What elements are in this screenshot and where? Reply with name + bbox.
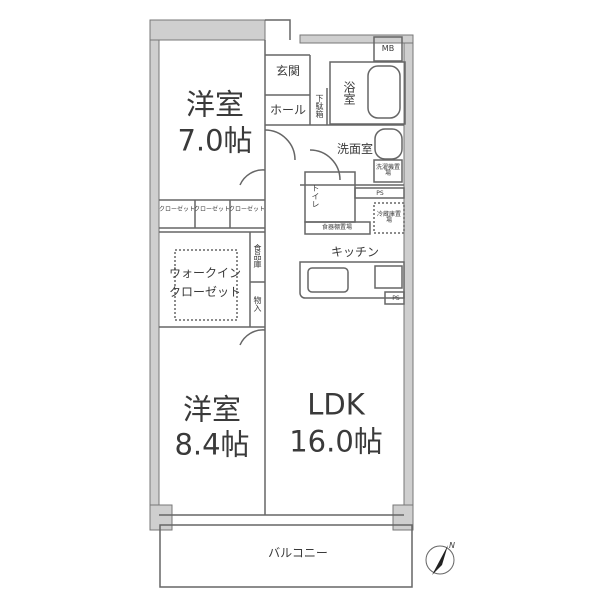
pipe-space-outline	[354, 187, 405, 199]
ps-label-1: PS	[376, 190, 384, 197]
washer-space-outline	[373, 159, 403, 183]
shoe-box: 下駄箱	[315, 94, 324, 118]
wall-top-left	[149, 19, 266, 41]
balcony	[159, 524, 413, 588]
fridge-space: 冷蔵庫置場	[377, 211, 402, 224]
front-door	[265, 19, 291, 40]
wash-basin	[374, 128, 403, 160]
walk-in-closet-shelf	[174, 249, 238, 321]
column-bottom-right	[392, 504, 414, 531]
meter-box-outline	[373, 36, 403, 62]
closet-2: クローゼット	[193, 206, 231, 213]
wall-top-right	[299, 34, 414, 44]
room-bath: 浴室	[342, 81, 356, 105]
room-kitchen: キッチン	[330, 245, 380, 259]
door-swing	[239, 169, 266, 186]
door-swing	[264, 129, 296, 161]
closet-3: クローゼット	[228, 206, 266, 213]
room-toilet: トイレ	[311, 184, 320, 208]
kitchen-sink	[307, 267, 349, 293]
room-ldk-name: LDK	[307, 387, 365, 422]
bathtub	[367, 65, 401, 119]
pipe-space-outline	[384, 291, 405, 305]
bathroom-outline	[329, 61, 406, 125]
room-hall: ホール	[269, 103, 307, 117]
room-western1-size: 7.0帖	[177, 123, 253, 158]
ps-label-2: PS	[392, 295, 400, 302]
room-entrance: 玄関	[275, 64, 301, 78]
north-label: N	[449, 541, 455, 550]
dish-shelf-outline	[304, 221, 371, 235]
walk-in-closet-line1: ウォークイン	[168, 266, 242, 280]
door-swing	[239, 329, 266, 346]
stove	[374, 265, 403, 289]
room-western2-name: 洋室	[182, 392, 242, 427]
door-swing	[309, 149, 341, 181]
room-washroom: 洗面室	[336, 142, 374, 156]
north-arrow	[425, 545, 455, 575]
balcony-label: バルコニー	[268, 546, 328, 560]
room-western2-size: 8.4帖	[174, 427, 250, 462]
pantry: 食品庫	[253, 244, 262, 268]
column-bottom-left	[149, 504, 173, 531]
north-arrow-icon	[432, 545, 448, 575]
dish-shelf-space: 食器棚置場	[321, 224, 353, 231]
wall-left	[149, 19, 160, 531]
compass-ring	[425, 545, 455, 575]
room-ldk-size: 16.0帖	[289, 424, 383, 459]
room-western1-name: 洋室	[185, 87, 245, 122]
closet-1: クローゼット	[158, 206, 196, 213]
fridge-space-outline	[373, 202, 405, 234]
walk-in-closet-line2: クローゼット	[168, 285, 242, 299]
storage: 物入	[253, 296, 262, 312]
washer-space: 洗濯機置場	[376, 164, 401, 177]
mb-label: MB	[381, 44, 395, 53]
